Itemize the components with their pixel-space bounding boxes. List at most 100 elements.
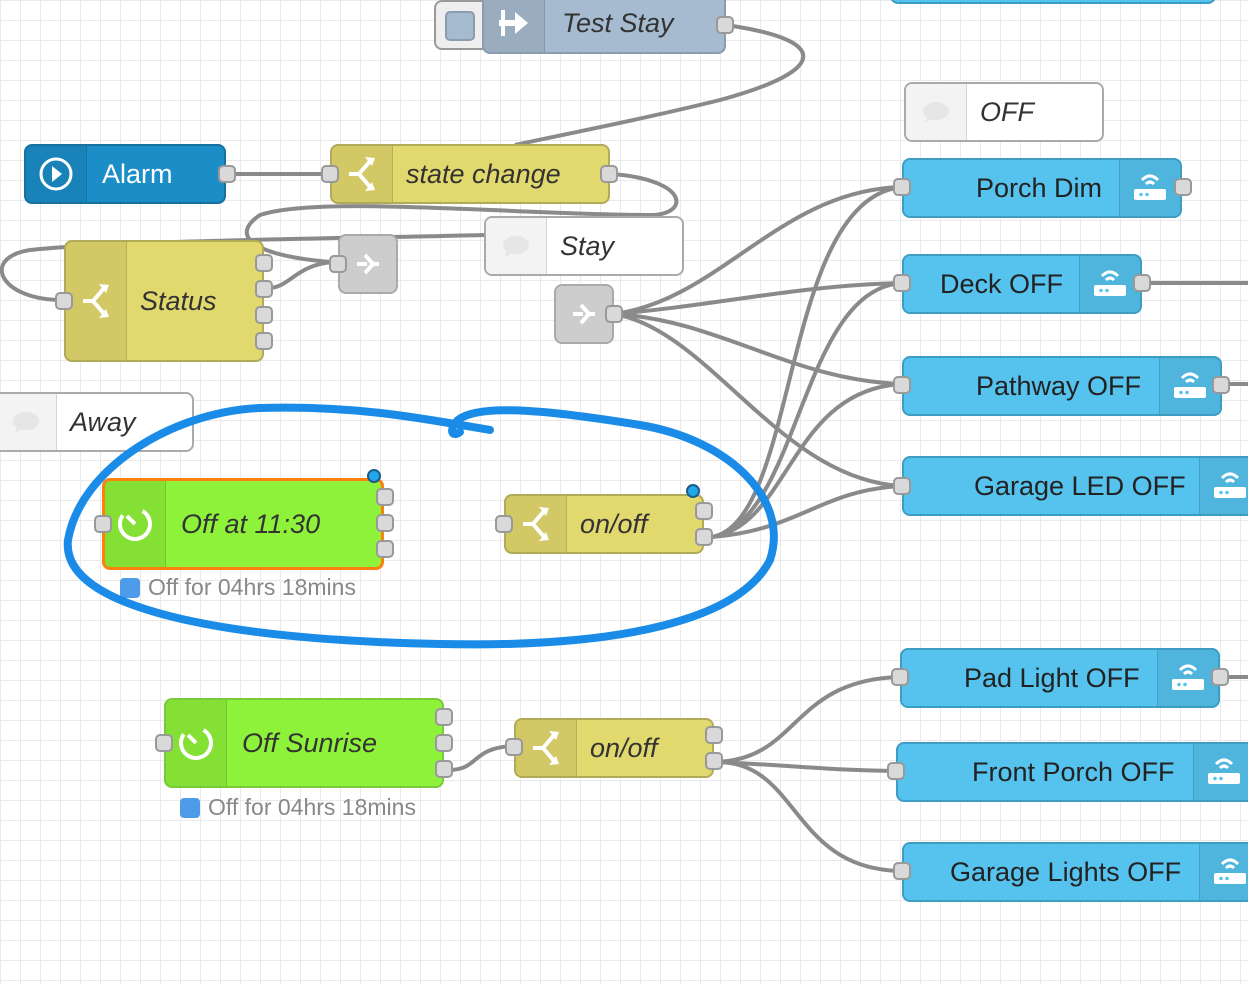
input-port[interactable] <box>55 292 73 310</box>
output-port[interactable] <box>1133 274 1151 292</box>
changed-indicator <box>686 484 700 498</box>
wire <box>714 759 903 873</box>
wire <box>613 312 903 488</box>
comment-node-stay[interactable]: Stay <box>484 216 684 276</box>
output-port[interactable] <box>376 488 394 506</box>
wire <box>711 185 903 539</box>
node-label: Garage Lights OFF <box>950 856 1182 887</box>
router-wifi-icon <box>1157 650 1218 706</box>
output-port[interactable] <box>1211 668 1229 686</box>
output-port[interactable] <box>435 708 453 726</box>
output-port[interactable] <box>695 528 713 546</box>
router-wifi-icon <box>1119 160 1180 216</box>
light-node-deck-off[interactable]: Deck OFF <box>902 254 1142 314</box>
alarm-input-node[interactable]: Alarm <box>24 144 226 204</box>
input-port[interactable] <box>94 515 112 533</box>
output-port[interactable] <box>255 332 273 350</box>
light-node-garage-led-off[interactable]: Garage LED OFF <box>902 456 1248 516</box>
timer-icon <box>105 481 166 567</box>
arrow-right-icon <box>484 0 545 52</box>
timer-node-off-sunrise[interactable]: Off Sunrise <box>164 698 444 788</box>
changed-indicator <box>367 469 381 483</box>
output-port[interactable] <box>255 254 273 272</box>
output-port[interactable] <box>600 165 618 183</box>
wire <box>514 23 806 147</box>
timer-icon <box>166 700 227 786</box>
switch-node-status[interactable]: Status <box>64 240 264 362</box>
output-port[interactable] <box>705 726 723 744</box>
status-text: Off for 04hrs 18mins <box>148 574 356 600</box>
switch-branch-icon <box>516 720 577 776</box>
light-node-porch-dim[interactable]: Porch Dim <box>902 158 1182 218</box>
wire <box>613 281 903 316</box>
light-node-pad-light-off[interactable]: Pad Light OFF <box>900 648 1220 708</box>
comment-node-away[interactable]: Away <box>0 392 194 452</box>
node-status: Off for 04hrs 18mins <box>120 574 356 601</box>
input-port[interactable] <box>155 734 173 752</box>
switch-node-state-change[interactable]: state change <box>330 144 610 204</box>
switch-branch-icon <box>506 496 567 552</box>
node-label: Off at 11:30 <box>181 508 321 539</box>
node-label: Status <box>140 285 217 316</box>
light-node-pathway-off[interactable]: Pathway OFF <box>902 356 1222 416</box>
comment-node-off[interactable]: OFF <box>904 82 1104 142</box>
node-label: Front Porch OFF <box>972 756 1175 787</box>
output-port[interactable] <box>218 165 236 183</box>
input-port[interactable] <box>891 668 909 686</box>
input-port[interactable] <box>321 165 339 183</box>
input-port[interactable] <box>887 762 905 780</box>
node-stub[interactable] <box>890 0 1216 4</box>
output-port[interactable] <box>435 760 453 778</box>
inject-trigger-button[interactable] <box>434 0 490 50</box>
wire <box>711 281 903 539</box>
input-port[interactable] <box>893 178 911 196</box>
light-node-garage-lights-off[interactable]: Garage Lights OFF <box>902 842 1248 902</box>
light-node-front-porch-off[interactable]: Front Porch OFF <box>896 742 1248 802</box>
alarm-input-icon <box>26 146 87 202</box>
input-port[interactable] <box>893 376 911 394</box>
wire <box>447 744 514 772</box>
node-label: Away <box>70 406 136 437</box>
output-port[interactable] <box>255 280 273 298</box>
wire <box>613 312 903 386</box>
output-port[interactable] <box>695 502 713 520</box>
output-port[interactable] <box>435 734 453 752</box>
node-label: Alarm <box>102 158 173 189</box>
wire <box>267 260 334 290</box>
node-label: on/off <box>590 732 658 763</box>
node-label: Garage LED OFF <box>974 470 1186 501</box>
output-port[interactable] <box>1174 178 1192 196</box>
input-port[interactable] <box>893 862 911 880</box>
output-port[interactable] <box>255 306 273 324</box>
node-label: Pad Light OFF <box>964 662 1140 693</box>
input-port[interactable] <box>495 515 513 533</box>
output-port[interactable] <box>376 540 394 558</box>
switch-branch-icon <box>66 242 127 360</box>
output-port[interactable] <box>705 752 723 770</box>
router-wifi-icon <box>1193 744 1248 800</box>
output-port[interactable] <box>716 16 734 34</box>
status-square-icon <box>120 577 140 598</box>
node-label: Test Stay <box>562 7 674 38</box>
output-port[interactable] <box>376 514 394 532</box>
input-port[interactable] <box>329 255 347 273</box>
wire <box>613 185 903 316</box>
node-status: Off for 04hrs 18mins <box>180 794 416 821</box>
router-wifi-icon <box>1199 844 1248 900</box>
timer-node-off-at[interactable]: Off at 11:30 <box>102 478 384 570</box>
input-port[interactable] <box>893 477 911 495</box>
router-wifi-icon <box>1079 256 1140 312</box>
inject-node-test-stay[interactable]: Test Stay <box>482 0 726 54</box>
link-icon <box>340 236 396 292</box>
switch-node-onoff-2[interactable]: on/off <box>514 718 714 778</box>
wire <box>711 484 903 539</box>
link-node[interactable] <box>554 284 614 344</box>
output-port[interactable] <box>1212 376 1230 394</box>
link-node[interactable] <box>338 234 398 294</box>
status-square-icon <box>180 797 200 818</box>
comment-bubble-icon <box>0 394 57 450</box>
input-port[interactable] <box>893 274 911 292</box>
output-port[interactable] <box>605 305 623 323</box>
switch-node-onoff-1[interactable]: on/off <box>504 494 704 554</box>
input-port[interactable] <box>505 738 523 756</box>
